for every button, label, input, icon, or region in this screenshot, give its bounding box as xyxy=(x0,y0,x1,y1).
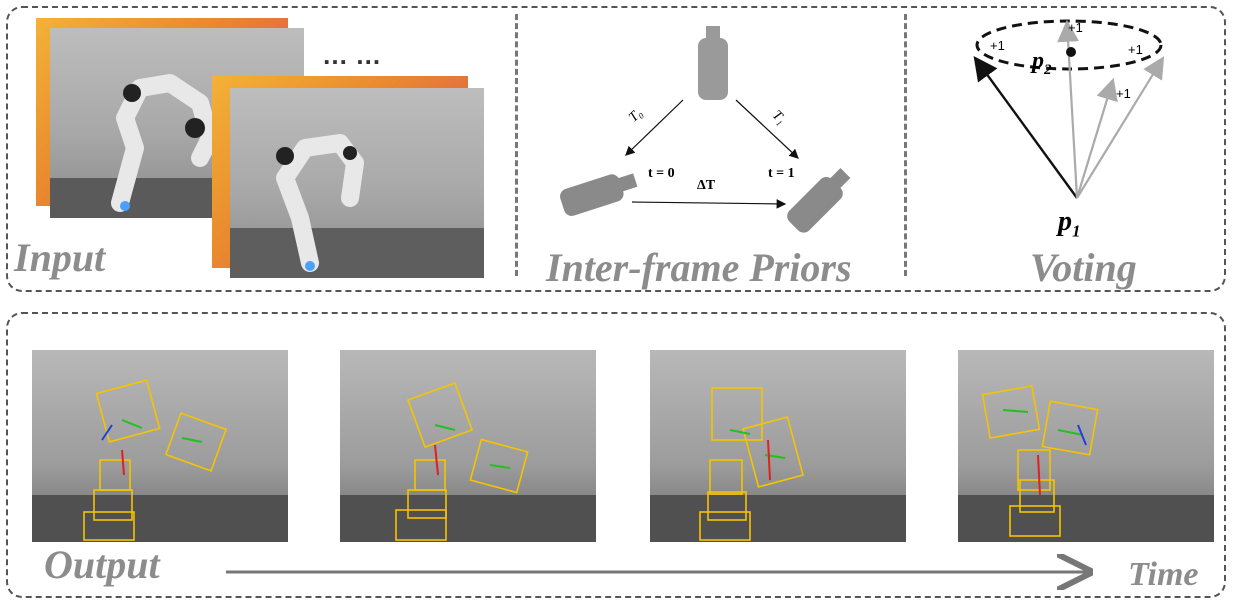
arrow-t1 xyxy=(735,99,799,159)
robot-arm-image-1 xyxy=(230,134,484,278)
bottle-pointcloud-t0 xyxy=(560,173,638,216)
vote-arrow-gray-3 xyxy=(1076,56,1165,199)
time-arrow xyxy=(226,562,1104,582)
bottle-pointcloud-top xyxy=(698,26,728,100)
p1-label: p1 xyxy=(1058,206,1081,241)
p2-point xyxy=(1066,47,1076,57)
vote-arrow-black xyxy=(973,56,1078,199)
top-panel xyxy=(6,6,1226,292)
ellipsis-text: … … xyxy=(322,40,382,70)
output-pose-overlay-1 xyxy=(32,379,288,542)
input-label: Input xyxy=(14,235,106,280)
time-label: Time xyxy=(1128,556,1199,593)
delta-t-label: ΔT xyxy=(697,178,716,193)
divider-right xyxy=(904,14,907,276)
voting-label: Voting xyxy=(1030,245,1137,290)
output-frame-4 xyxy=(958,350,1214,542)
arrow-delta xyxy=(631,199,787,209)
t0-time-label: t = 0 xyxy=(648,166,675,181)
input-rgb-frame-1 xyxy=(230,88,484,278)
p2-subscript: 2 xyxy=(1044,61,1052,78)
output-frame-3 xyxy=(650,350,906,542)
voting-diagram xyxy=(973,19,1165,199)
divider-left xyxy=(515,14,518,276)
p1-subscript: 1 xyxy=(1072,221,1081,241)
t1-time-label: t = 1 xyxy=(768,166,795,181)
output-frame-1 xyxy=(32,350,288,542)
bottom-panel xyxy=(6,312,1226,598)
output-pose-overlay-4 xyxy=(958,385,1214,542)
arrow-t0 xyxy=(625,99,684,156)
vote-arrow-gray-2 xyxy=(1075,77,1118,199)
vote-label-3: +1 xyxy=(1128,42,1143,57)
priors-label: Inter-frame Priors xyxy=(546,245,852,290)
output-frame-2 xyxy=(340,350,596,542)
output-label: Output xyxy=(44,542,160,587)
output-pose-overlay-2 xyxy=(340,381,596,542)
vote-label-4: +1 xyxy=(1116,86,1131,101)
priors-diagram xyxy=(560,26,851,233)
vote-label-1: +1 xyxy=(990,38,1005,53)
p2-label: p2 xyxy=(1032,48,1052,78)
output-pose-overlay-3 xyxy=(650,387,906,542)
vote-label-2: +1 xyxy=(1068,20,1083,35)
bottle-pointcloud-t1 xyxy=(787,168,851,233)
